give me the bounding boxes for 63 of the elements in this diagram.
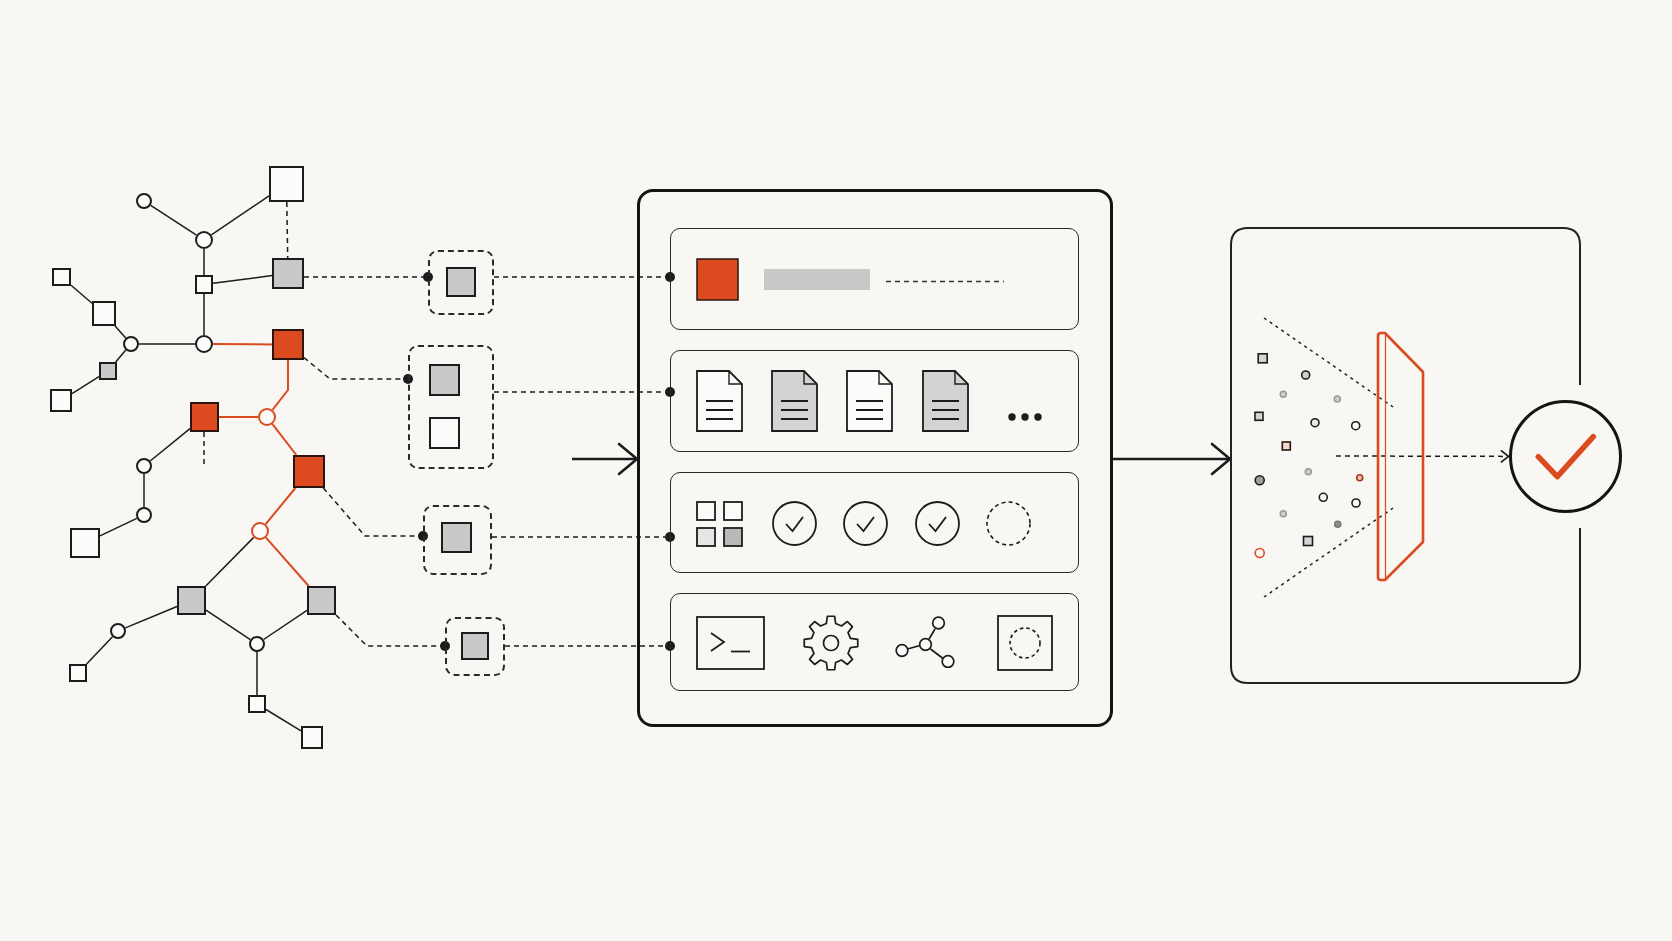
square-node — [293, 455, 325, 488]
connector-line — [203, 293, 205, 336]
square-node — [429, 364, 460, 396]
connector-line — [262, 609, 308, 641]
connector-line — [218, 416, 259, 418]
dot-connector — [491, 532, 675, 542]
square-node — [272, 329, 304, 360]
dashed-group — [423, 505, 492, 575]
dot-connector — [322, 487, 428, 541]
rounded-panel — [637, 189, 1113, 727]
connector-line — [70, 284, 93, 304]
dot-connector — [493, 272, 675, 282]
connector-line — [205, 609, 252, 641]
dashed-line — [286, 201, 289, 259]
panel-row — [670, 593, 1079, 691]
connector-line — [212, 343, 273, 346]
dot-connector — [335, 614, 450, 651]
dot-connector — [303, 272, 433, 282]
square-node — [269, 166, 304, 202]
square-node — [307, 586, 336, 615]
dashed-group — [445, 617, 505, 676]
square-node — [446, 267, 476, 297]
square-node — [429, 417, 460, 449]
panel-row — [670, 350, 1079, 452]
square-node — [52, 268, 71, 286]
arrow — [1335, 450, 1510, 463]
dot-connector — [303, 356, 413, 384]
connector-line — [71, 375, 100, 395]
square-node — [441, 522, 472, 553]
dashed-group — [428, 250, 494, 315]
rounded-panel — [1230, 227, 1581, 684]
square-node — [461, 632, 489, 660]
square-node — [272, 258, 304, 289]
connector-line — [149, 427, 191, 462]
square-node — [70, 528, 100, 558]
square-node — [69, 664, 87, 682]
connector-line — [265, 708, 302, 732]
dot-connector — [504, 641, 675, 651]
arrow — [1113, 442, 1232, 476]
square-node — [177, 586, 206, 615]
square-node — [248, 695, 266, 713]
square-node — [195, 275, 213, 294]
panel-row — [670, 472, 1079, 573]
dot-connector — [493, 387, 675, 397]
square-node — [190, 402, 219, 432]
square-node — [92, 301, 116, 326]
connector-line — [138, 343, 196, 345]
connector-line — [124, 605, 178, 629]
connector-line — [99, 517, 138, 537]
connector-line — [114, 325, 127, 339]
connector-line — [256, 651, 258, 696]
connector-line — [203, 248, 205, 276]
connector-line — [143, 473, 145, 508]
connector-line — [114, 349, 127, 363]
square-node — [301, 726, 323, 749]
connector-line — [271, 359, 289, 411]
arrow — [572, 442, 639, 476]
connector-line — [85, 636, 114, 665]
dashed-group — [408, 345, 494, 469]
connector-line — [212, 274, 273, 285]
panel-row — [670, 228, 1079, 330]
square-node — [50, 389, 72, 412]
square-node — [99, 362, 117, 380]
